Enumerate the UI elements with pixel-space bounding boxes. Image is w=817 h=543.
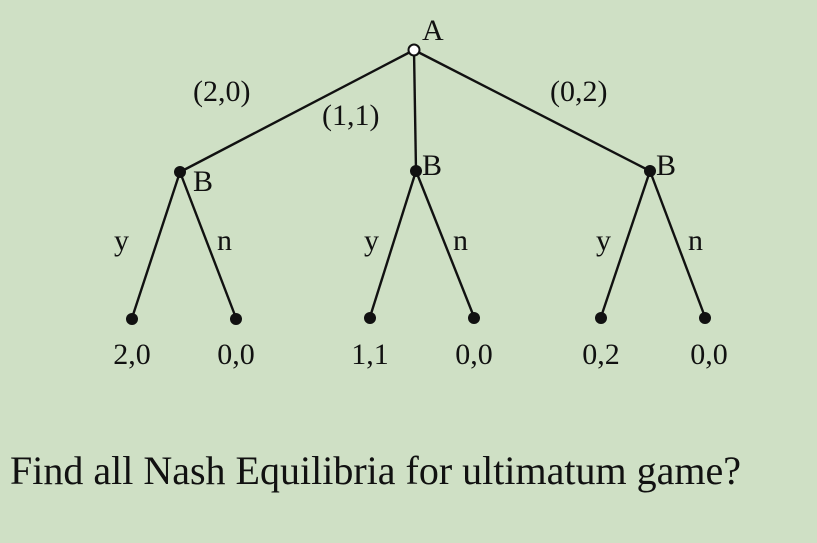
edge-root-to-b3 <box>413 48 651 173</box>
payoff-label-5: 0,2 <box>582 338 620 371</box>
response-label-3-reject: n <box>688 224 703 257</box>
b-node-2 <box>410 165 422 177</box>
terminal-node-4 <box>468 312 480 324</box>
payoff-label-2: 0,0 <box>217 338 255 371</box>
edge-b3-reject <box>648 170 707 318</box>
edge-b1-accept <box>130 171 182 319</box>
edge-b3-accept <box>599 170 652 318</box>
b-node-3-label: B <box>656 149 676 182</box>
terminal-node-3 <box>364 312 376 324</box>
terminal-node-6 <box>699 312 711 324</box>
root-node-label: A <box>422 14 444 47</box>
payoff-label-6: 0,0 <box>690 338 728 371</box>
root-node <box>407 43 421 57</box>
b-node-2-label: B <box>422 149 442 182</box>
response-label-1-reject: n <box>217 224 232 257</box>
terminal-node-2 <box>230 313 242 325</box>
response-label-2-accept: y <box>364 224 379 257</box>
edge-root-to-b2 <box>412 49 418 172</box>
b-node-1 <box>174 166 186 178</box>
response-label-1-accept: y <box>114 224 129 257</box>
payoff-label-1: 2,0 <box>113 338 151 371</box>
offer-label-3: (0,2) <box>550 75 607 108</box>
question-text: Find all Nash Equilibria for ultimatum g… <box>10 448 741 493</box>
offer-label-1: (2,0) <box>193 75 250 108</box>
b-node-1-label: B <box>193 165 213 198</box>
b-node-3 <box>644 165 656 177</box>
payoff-label-3: 1,1 <box>351 338 389 371</box>
edge-root-to-b1 <box>179 48 415 174</box>
terminal-node-5 <box>595 312 607 324</box>
response-label-3-accept: y <box>596 224 611 257</box>
edge-b2-reject <box>414 170 476 318</box>
payoff-label-4: 0,0 <box>455 338 493 371</box>
terminal-node-1 <box>126 313 138 325</box>
edge-b2-accept <box>368 170 418 318</box>
edge-b1-reject <box>178 171 238 319</box>
offer-label-2: (1,1) <box>322 99 379 132</box>
response-label-2-reject: n <box>453 224 468 257</box>
